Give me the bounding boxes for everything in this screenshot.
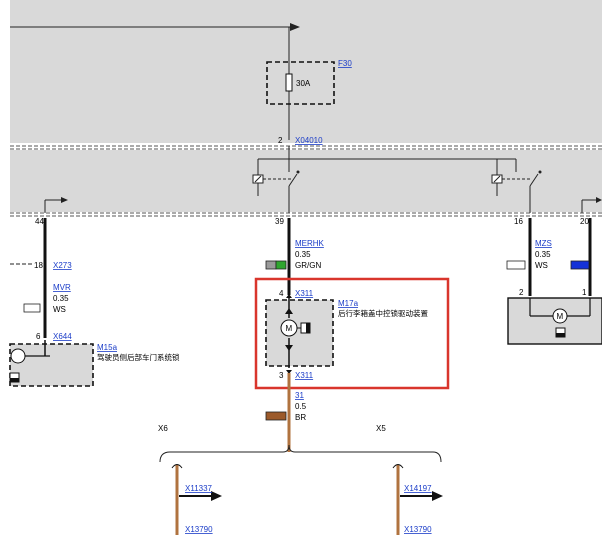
right-branch-arrow-head (432, 491, 443, 501)
left-motor-icon (10, 348, 26, 364)
branch-label-right: X5 (376, 424, 386, 433)
center-wire2-gauge: 0.5 (295, 402, 307, 411)
center-wire2-color: BR (295, 413, 306, 422)
pin-16: 16 (514, 217, 523, 226)
left-wire-color: WS (53, 305, 66, 314)
right-wire2-swatch (570, 260, 590, 270)
right-branch-top-conn[interactable]: X14197 (404, 484, 432, 493)
fuse-symbol (285, 73, 293, 92)
pin-39: 39 (275, 217, 284, 226)
relay-panel (10, 150, 602, 212)
center-pin-3: 3 (279, 371, 284, 380)
right-wire-name[interactable]: MZS (535, 239, 552, 248)
center-module-arrow-down (285, 345, 293, 351)
left-module-id[interactable]: M15a (97, 343, 118, 352)
left-pin-18: 18 (34, 261, 43, 270)
center-motor-letter: M (286, 324, 293, 333)
top-feed-arrow-head (290, 23, 300, 31)
left-branch-bottom-conn[interactable]: X13790 (185, 525, 213, 534)
right-wire-swatch (506, 260, 526, 270)
right-wire-gauge: 0.35 (535, 250, 551, 259)
right-wire-color: WS (535, 261, 548, 270)
left-conn-x273[interactable]: X273 (53, 261, 72, 270)
top-pin-number: 2 (278, 136, 283, 145)
center-wire2-swatch (265, 411, 287, 421)
relay-switch-left (288, 173, 298, 187)
left-branch-arrow-head (211, 491, 222, 501)
left-branch-hook (171, 464, 183, 469)
right-branch-bottom-conn[interactable]: X13790 (404, 525, 432, 534)
center-module-box (265, 299, 334, 367)
center-wire2-name[interactable]: 31 (295, 391, 304, 400)
center-wire-swatch-grey (265, 260, 277, 270)
left-panel-arrow-head (61, 197, 68, 203)
center-module-arrow-up (285, 308, 293, 314)
center-bottom-connector-mark (286, 370, 292, 374)
relay-contact-left (296, 170, 300, 174)
left-module-block-fill (10, 378, 19, 382)
right-motor-icon (552, 308, 568, 324)
left-pin-6: 6 (36, 332, 41, 341)
relay-coil-left-mark (254, 175, 262, 183)
center-wire-name[interactable]: MERHK (295, 239, 325, 248)
fuse-rating: 30A (296, 79, 311, 88)
right-panel-arrow-head (596, 197, 602, 203)
center-wire-swatch-green (275, 260, 287, 270)
center-top-connector-mark (286, 294, 292, 298)
center-wire-color: GR/GN (295, 261, 321, 270)
pin-44: 44 (35, 217, 44, 226)
fuse-id[interactable]: F30 (338, 59, 352, 68)
branch-label-left: X6 (158, 424, 168, 433)
branch-brace (159, 444, 442, 463)
top-connector-link[interactable]: X04010 (295, 136, 323, 145)
right-pin-1: 1 (582, 288, 587, 297)
left-branch-top-conn[interactable]: X11337 (185, 484, 213, 493)
right-branch-hook (392, 464, 404, 469)
fuse-box (266, 61, 335, 105)
left-module-desc: 驾驶员侧后部车门系统锁 (97, 352, 180, 362)
relay-switch-right (529, 173, 539, 187)
top-panel (10, 0, 602, 143)
relay-coil-right-mark (493, 175, 501, 183)
center-wire-gauge: 0.35 (295, 250, 311, 259)
left-module-box (9, 343, 94, 387)
center-pin-4: 4 (279, 289, 284, 298)
center-conn-bottom[interactable]: X311 (295, 371, 314, 380)
relay-contact-right (538, 170, 542, 174)
left-wire-gauge: 0.35 (53, 294, 69, 303)
center-module-block-fill (306, 323, 310, 333)
highlight-box (254, 277, 450, 390)
left-wire-name[interactable]: MVR (53, 283, 71, 292)
left-wire-swatch (23, 303, 41, 313)
center-module-id[interactable]: M17a (338, 299, 359, 308)
left-conn-x644[interactable]: X644 (53, 332, 72, 341)
right-module-block-fill (556, 333, 565, 337)
right-pin-2: 2 (519, 288, 524, 297)
center-conn-top[interactable]: X311 (295, 289, 314, 298)
pin-20: 20 (580, 217, 589, 226)
center-module-desc: 后行李箱盖中控锁驱动装置 (338, 308, 428, 318)
right-motor-letter: M (557, 312, 564, 321)
